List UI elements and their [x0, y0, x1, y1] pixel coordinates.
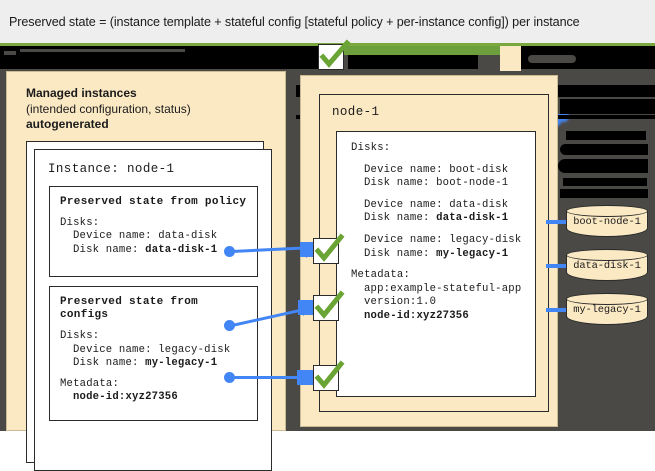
preserved-state-from-policy-box: Preserved state from policy Disks: Devic…	[49, 186, 258, 277]
policy-box-title: Preserved state from policy	[60, 196, 247, 208]
connector-dot-metadata	[224, 372, 235, 383]
node-card: node-1 Disks: Device name: boot-disk Dis…	[319, 94, 549, 412]
checkmark-icon-metadata	[313, 360, 345, 391]
header-line-1: Managed instances	[26, 86, 137, 100]
boot-device-name: Device name: boot-disk	[364, 163, 509, 176]
connector-dot-legacy-disk	[224, 320, 235, 331]
redacted-bar-side-4	[563, 178, 647, 186]
preserved-state-from-configs-box: Preserved state from configs Disks: Devi…	[49, 286, 258, 421]
node-metadata-app: app:example-stateful-app	[364, 282, 522, 295]
node-title: node-1	[332, 105, 380, 119]
instance-card: Instance: node-1 Preserved state from po…	[34, 149, 272, 471]
disk-top	[566, 293, 648, 305]
redacted-bar-side-3	[558, 159, 648, 173]
header-line-2: (intended configuration, status)	[26, 101, 191, 116]
configs-disk-name-value: my-legacy-1	[145, 356, 218, 369]
policy-disks-label: Disks:	[60, 217, 100, 230]
disk-connector-boot	[546, 220, 568, 224]
redacted-bar-top-left	[0, 46, 330, 69]
diagram-stage: Managed instances (intended configuratio…	[0, 39, 655, 471]
configs-disk-name-prefix: Disk name:	[73, 356, 146, 369]
redacted-bar-notch	[4, 51, 16, 55]
configs-box-title: Preserved state from configs	[60, 296, 199, 322]
boot-disk-name: Disk name: boot-node-1	[364, 177, 509, 190]
redacted-bar-side-2	[560, 144, 648, 155]
data-disk-name-value: data-disk-1	[436, 212, 509, 225]
legacy-disk-name-prefix: Disk name:	[364, 247, 437, 260]
legacy-disk-name: Disk name: my-legacy-1	[351, 248, 535, 262]
actual-instance-panel: node-1 Disks: Device name: boot-disk Dis…	[300, 75, 558, 427]
disk-top	[566, 249, 648, 261]
checkmark-icon-legacy-disk	[313, 290, 345, 321]
policy-device-name: Device name: data-disk	[73, 230, 218, 243]
disk-label: boot-node-1	[573, 216, 641, 228]
disk-cylinder-my-legacy-1: my-legacy-1	[566, 293, 648, 327]
instance-title: Instance: node-1	[48, 162, 175, 176]
caption-text: Preserved state = (instance template + s…	[9, 14, 580, 29]
checkmark-icon-top	[318, 39, 351, 70]
node-disks-label: Disks:	[351, 142, 391, 154]
redacted-cream-square	[500, 46, 521, 71]
data-device-name: Device name: data-disk	[364, 198, 509, 211]
legacy-device-name: Device name: legacy-disk	[364, 233, 522, 246]
redacted-green-bar	[337, 46, 502, 55]
legacy-disk-name-value: my-legacy-1	[436, 247, 509, 260]
connector-stub-metadata	[297, 370, 317, 385]
disk-top	[566, 205, 648, 217]
managed-instances-panel: Managed instances (intended configuratio…	[6, 71, 286, 471]
policy-disk-name: Disk name: data-disk-1	[60, 244, 247, 257]
checkmark-icon-data-disk	[313, 233, 345, 264]
disk-label: data-disk-1	[573, 260, 641, 272]
connector-dot-data-disk	[224, 246, 235, 257]
node-metadata-version: version:1.0	[364, 296, 437, 309]
data-disk-name-prefix: Disk name:	[364, 212, 437, 225]
disk-label: my-legacy-1	[573, 304, 641, 316]
configs-metadata-label: Metadata:	[60, 378, 120, 391]
redacted-bar-side-1	[566, 131, 646, 140]
header-line-3: autogenerated	[26, 117, 109, 131]
node-metadata-nodeid: node-id:xyz27356	[364, 309, 469, 322]
connector-line-metadata	[232, 376, 302, 379]
disk-cylinder-boot-node-1: boot-node-1	[566, 205, 648, 239]
disk-connector-legacy	[546, 308, 568, 312]
configs-device-name: Device name: legacy-disk	[73, 343, 231, 356]
redacted-bar-top-mid	[348, 55, 478, 69]
connector-arrow-legacy-disk	[303, 300, 314, 316]
node-metadata-label: Metadata:	[351, 269, 411, 282]
redacted-bar-notch-3	[528, 55, 576, 63]
configs-disk-name: Disk name: my-legacy-1	[60, 357, 247, 370]
configs-metadata-value: node-id:xyz27356	[73, 391, 178, 404]
data-disk-name: Disk name: data-disk-1	[351, 212, 535, 226]
connector-arrow-data-disk	[306, 242, 317, 258]
caption-bar: Preserved state = (instance template + s…	[0, 0, 655, 43]
configs-disks-label: Disks:	[60, 330, 100, 343]
disk-cylinder-data-disk-1: data-disk-1	[566, 249, 648, 283]
node-details-box: Disks: Device name: boot-disk Disk name:…	[336, 131, 536, 397]
redacted-bar-top-right	[521, 46, 655, 69]
managed-instances-header: Managed instances (intended configuratio…	[26, 86, 191, 133]
redacted-bar-side-5	[560, 189, 648, 198]
disk-connector-data	[546, 264, 568, 268]
policy-disk-name-value: data-disk-1	[145, 243, 218, 256]
policy-disk-name-prefix: Disk name:	[73, 243, 146, 256]
redacted-bar-notch-2	[20, 49, 185, 52]
